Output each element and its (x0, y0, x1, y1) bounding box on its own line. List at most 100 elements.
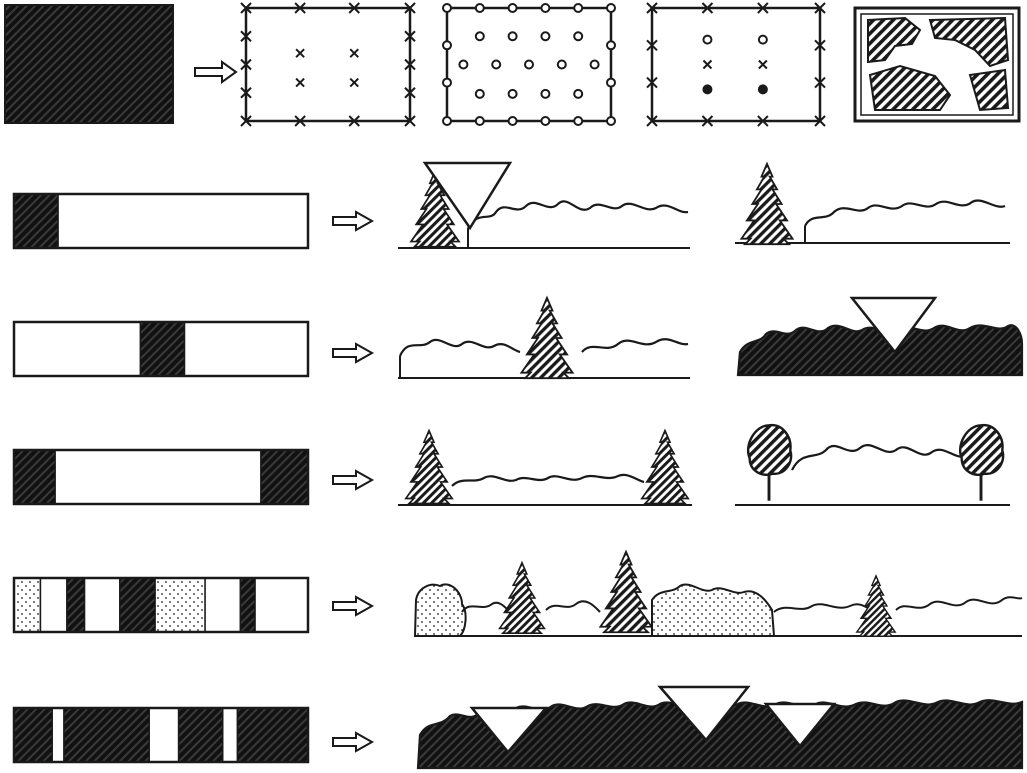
strip-segment-dots (14, 578, 40, 632)
circle-icon (525, 61, 533, 69)
circle-icon (574, 32, 582, 40)
strip-segment-blank (85, 578, 120, 632)
strip-row-5 (14, 708, 308, 762)
strip-segment-hatch (67, 578, 85, 632)
circle-icon (607, 41, 615, 49)
profile-row-3-a (398, 431, 692, 505)
strip-row-3 (14, 450, 308, 504)
circle-icon (759, 36, 767, 44)
conifer-icon (642, 431, 688, 504)
shrub-icon (415, 584, 466, 636)
strip-segment-blank (40, 578, 66, 632)
circle-icon (492, 61, 500, 69)
circle-icon (509, 4, 517, 12)
profile-row-1-b (735, 164, 1010, 244)
strip-column (14, 194, 308, 762)
profile-row-4 (415, 552, 1022, 636)
strip-segment-blank (52, 708, 64, 762)
conifer-icon (741, 164, 792, 244)
cross-grid-markers (241, 3, 415, 126)
strip-segment-dots (155, 578, 205, 632)
strip-segment-hatch (14, 194, 58, 248)
strip-segment-hatch (64, 708, 149, 762)
source-block-hatched (5, 5, 173, 123)
circle-icon (591, 61, 599, 69)
cross-icon (759, 61, 767, 69)
strip-segment-hatch (14, 450, 55, 504)
circle-icon (541, 32, 549, 40)
circle-icon (443, 117, 451, 125)
arrow-column (333, 212, 372, 751)
strip-segment-hatch (240, 578, 255, 632)
circle-icon (476, 32, 484, 40)
conifer-icon (500, 563, 545, 633)
cross-icon (296, 49, 304, 57)
circle-icon (476, 4, 484, 12)
circle-icon (703, 36, 711, 44)
circle-icon (541, 117, 549, 125)
patch-map (855, 8, 1019, 121)
circle-grid-markers (443, 4, 615, 125)
circle-icon (443, 4, 451, 12)
conifer-icon (600, 552, 651, 632)
cross-icon (350, 49, 358, 57)
circle-icon (459, 61, 467, 69)
strip-segment-blank (58, 194, 308, 248)
strip-segment-hatch (14, 708, 52, 762)
profile-row-2-b (738, 298, 1022, 375)
profile-row-2-a (398, 298, 690, 378)
cross-grid-frame (246, 8, 410, 121)
circle-icon (574, 117, 582, 125)
strip-segment-blank (223, 708, 238, 762)
circle-icon (509, 90, 517, 98)
strip-segment-hatch (237, 708, 308, 762)
strip-segment-blank (185, 322, 308, 376)
circle-icon (443, 41, 451, 49)
circle-icon (607, 117, 615, 125)
arrow-icon (333, 597, 372, 615)
circle-icon (607, 79, 615, 87)
circle-icon (541, 90, 549, 98)
strip-segment-blank (14, 322, 140, 376)
circle-icon (476, 117, 484, 125)
hedge-outline (805, 200, 1005, 226)
cross-icon (350, 79, 358, 87)
profile-row-1-a (398, 163, 690, 248)
strip-segment-hatch (140, 322, 184, 376)
circle-icon (476, 90, 484, 98)
strip-segment-blank (255, 578, 308, 632)
strip-segment-blank (149, 708, 178, 762)
mixed-grid-markers (647, 3, 825, 126)
strip-segment-blank (205, 578, 240, 632)
conifer-icon (521, 298, 572, 378)
mixed-grid-frame (652, 8, 820, 121)
circle-icon (443, 79, 451, 87)
strip-segment-hatch (261, 450, 308, 504)
cross-icon (296, 79, 304, 87)
deciduous-tree-icon (960, 425, 1003, 501)
hedge-outline (468, 201, 688, 228)
strip-segment-blank (55, 450, 261, 504)
circle-icon (607, 4, 615, 12)
strip-segment-hatch (179, 708, 223, 762)
profile-row-3-b (735, 425, 1010, 505)
circle-icon (509, 117, 517, 125)
profile-row-5 (418, 687, 1022, 768)
deciduous-tree-icon (748, 425, 791, 501)
hollow-arrow-icon (195, 62, 236, 82)
strip-row-4 (14, 578, 308, 632)
strip-row-2 (14, 322, 308, 376)
strip-row-1 (14, 194, 308, 248)
circle-icon (574, 4, 582, 12)
circle-icon (703, 85, 711, 93)
arrow-icon (333, 471, 372, 489)
circle-icon (759, 85, 767, 93)
arrow-icon (333, 212, 372, 230)
top-row (5, 3, 1019, 126)
shrub-icon (652, 584, 774, 636)
circle-icon (558, 61, 566, 69)
strip-segment-hatch (120, 578, 155, 632)
circle-icon (509, 32, 517, 40)
arrow-icon (333, 733, 372, 751)
